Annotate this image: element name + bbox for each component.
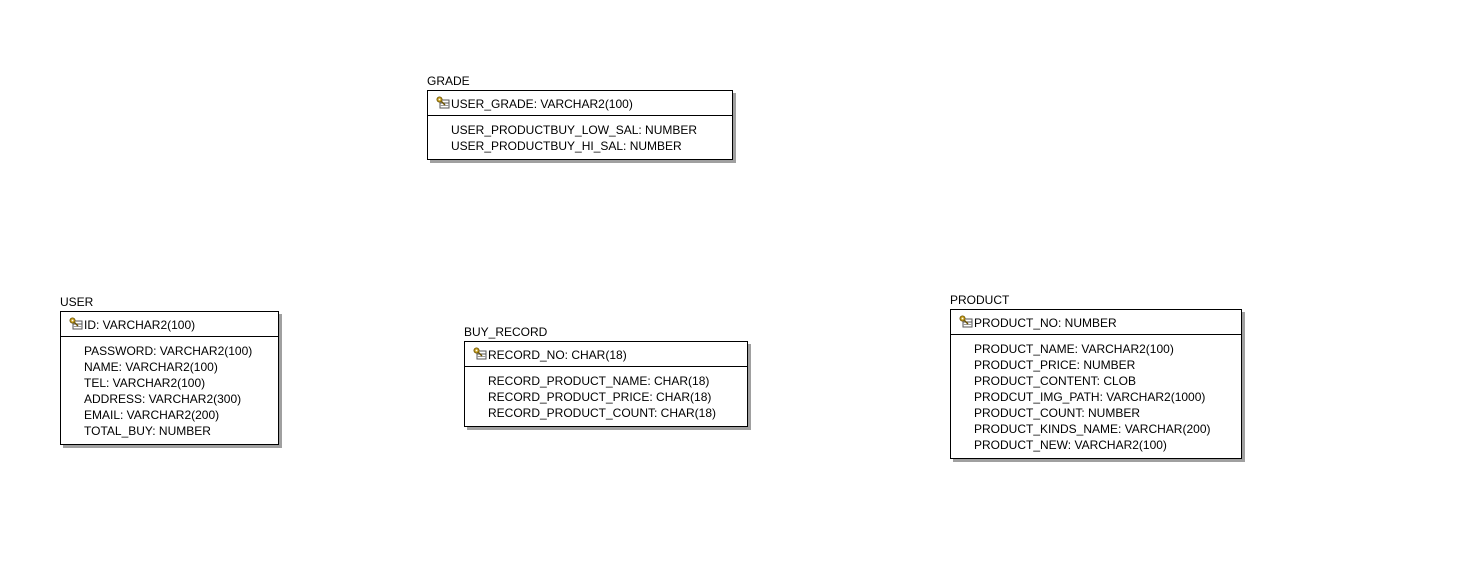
attribute-row[interactable]: EMAIL: VARCHAR2(200) <box>84 408 220 422</box>
key-icon <box>959 315 974 331</box>
primary-key-label: ID: VARCHAR2(100) <box>84 318 196 332</box>
primary-key-section: USER_GRADE: VARCHAR2(100) <box>428 91 732 116</box>
attribute-row[interactable]: RECORD_PRODUCT_PRICE: CHAR(18) <box>488 390 712 404</box>
primary-key-row[interactable]: ID: VARCHAR2(100) <box>69 317 195 333</box>
entity-name: GRADE <box>427 74 470 88</box>
attribute-row[interactable]: RECORD_PRODUCT_NAME: CHAR(18) <box>488 374 710 388</box>
primary-key-row[interactable]: PRODUCT_NO: NUMBER <box>959 315 1117 331</box>
attribute-row[interactable]: PASSWORD: VARCHAR2(100) <box>84 344 253 358</box>
key-icon <box>473 347 488 363</box>
attribute-row[interactable]: TOTAL_BUY: NUMBER <box>84 424 211 438</box>
entity-box[interactable]: USER_GRADE: VARCHAR2(100) USER_PRODUCTBU… <box>427 90 733 160</box>
entity-name: USER <box>60 295 94 309</box>
attribute-row[interactable]: USER_PRODUCTBUY_LOW_SAL: NUMBER <box>451 123 698 137</box>
attribute-row[interactable]: NAME: VARCHAR2(100) <box>84 360 218 374</box>
attribute-list: PASSWORD: VARCHAR2(100) NAME: VARCHAR2(10… <box>61 337 278 444</box>
key-icon <box>436 96 451 112</box>
attribute-list: RECORD_PRODUCT_NAME: CHAR(18) RECORD_PROD… <box>465 367 747 426</box>
attribute-row[interactable]: TEL: VARCHAR2(100) <box>84 376 206 390</box>
attribute-row[interactable]: RECORD_PRODUCT_COUNT: CHAR(18) <box>488 406 717 420</box>
key-icon <box>69 317 84 333</box>
entity-box[interactable]: RECORD_NO: CHAR(18) RECORD_PRODUCT_NAME:… <box>464 341 748 427</box>
attribute-row[interactable]: PRODUCT_KINDS_NAME: VARCHAR(200) <box>974 422 1211 436</box>
attribute-list: PRODUCT_NAME: VARCHAR2(100) PRODUCT_PRICE… <box>951 335 1241 458</box>
primary-key-row[interactable]: USER_GRADE: VARCHAR2(100) <box>436 96 633 112</box>
attribute-row[interactable]: PRODUCT_PRICE: NUMBER <box>974 358 1136 372</box>
primary-key-section: PRODUCT_NO: NUMBER <box>951 310 1241 335</box>
attribute-row[interactable]: ADDRESS: VARCHAR2(300) <box>84 392 242 406</box>
attribute-list: USER_PRODUCTBUY_LOW_SAL: NUMBER USER_PROD… <box>428 116 732 159</box>
primary-key-section: RECORD_NO: CHAR(18) <box>465 342 747 367</box>
attribute-row[interactable]: PRODCUT_IMG_PATH: VARCHAR2(1000) <box>974 390 1206 404</box>
primary-key-label: USER_GRADE: VARCHAR2(100) <box>451 97 633 111</box>
attribute-row[interactable]: USER_PRODUCTBUY_HI_SAL: NUMBER <box>451 139 682 153</box>
entity-name: BUY_RECORD <box>464 325 548 339</box>
attribute-row[interactable]: PRODUCT_COUNT: NUMBER <box>974 406 1141 420</box>
entity-product[interactable]: PRODUCT PRODUCT_NO: NUMBER PRODUCT_NAME:… <box>950 293 1242 459</box>
entity-box[interactable]: PRODUCT_NO: NUMBER PRODUCT_NAME: VARCHAR… <box>950 309 1242 459</box>
entity-grade[interactable]: GRADE USER_GRADE: VARCHAR2(100) USER_PRO… <box>427 74 733 160</box>
attribute-row[interactable]: PRODUCT_NEW: VARCHAR2(100) <box>974 438 1167 452</box>
entity-box[interactable]: ID: VARCHAR2(100) PASSWORD: VARCHAR2(100… <box>60 311 279 445</box>
entity-user[interactable]: USER ID: VARCHAR2(100) PASSWORD: VARCHAR… <box>60 295 279 445</box>
attribute-row[interactable]: PRODUCT_CONTENT: CLOB <box>974 374 1137 388</box>
entity-buy-record[interactable]: BUY_RECORD RECORD_NO: CHAR(18) RECORD_PR… <box>464 325 748 427</box>
primary-key-label: RECORD_NO: CHAR(18) <box>488 348 627 362</box>
primary-key-label: PRODUCT_NO: NUMBER <box>974 316 1117 330</box>
attribute-row[interactable]: PRODUCT_NAME: VARCHAR2(100) <box>974 342 1174 356</box>
primary-key-section: ID: VARCHAR2(100) <box>61 312 278 337</box>
primary-key-row[interactable]: RECORD_NO: CHAR(18) <box>473 347 627 363</box>
entity-name: PRODUCT <box>950 293 1010 307</box>
